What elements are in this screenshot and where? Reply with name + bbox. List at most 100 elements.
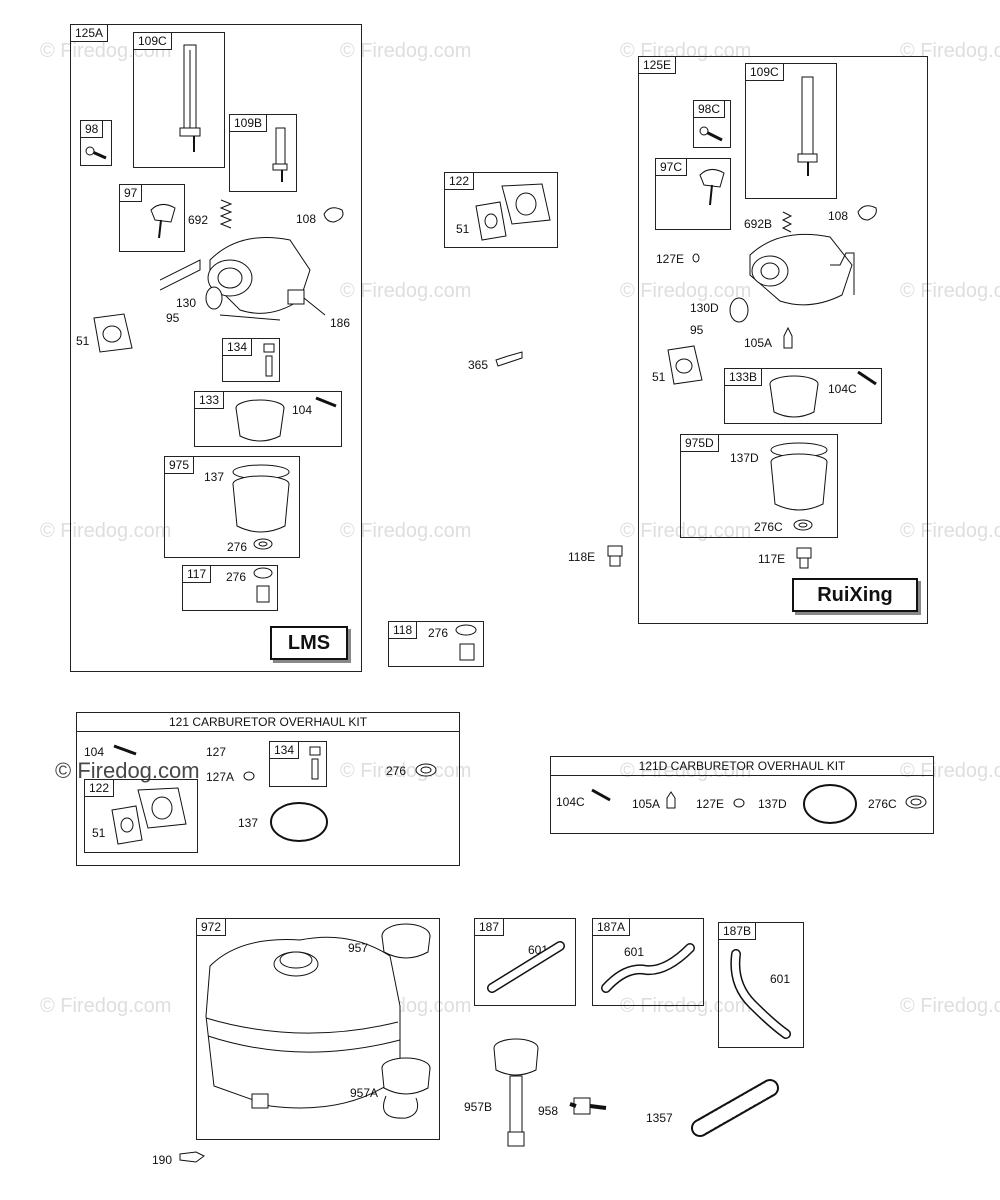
- part-label-276: 276: [226, 570, 247, 584]
- fitting-365-drawing: [495, 351, 523, 367]
- kit-121-group-122-frame: [84, 779, 198, 853]
- part-label-104C: 104C: [556, 795, 585, 809]
- bowl-975D-drawing: [770, 442, 828, 511]
- fuel-line-187A-drawing: [601, 943, 695, 993]
- washer-276C-drawing: [905, 795, 927, 809]
- group-97-frame: [119, 184, 185, 252]
- bowl-975-drawing: [232, 464, 290, 533]
- pilot-jet-105A-drawing: [783, 326, 793, 349]
- choke-plate-130D-drawing: [729, 297, 749, 323]
- fuel-tank-972-drawing: [205, 936, 401, 1109]
- group-187B-frame: [718, 922, 804, 1048]
- part-label-127A: 127A: [206, 770, 235, 784]
- washer-276C-drawing: [793, 519, 813, 531]
- part-label-95: 95: [166, 311, 180, 325]
- watermark: © Firedog.com: [620, 520, 752, 542]
- group-97-tag: 97: [119, 184, 143, 202]
- part-label-957A: 957A: [350, 1086, 379, 1100]
- group-972-frame: [196, 918, 440, 1140]
- bowl-screw-117-drawing: [253, 567, 273, 603]
- inlet-needle-134-drawing: [263, 343, 275, 377]
- screw-98-drawing: [85, 146, 107, 160]
- washer-276-drawing: [253, 538, 273, 550]
- watermark: © Firedog.com: [340, 40, 472, 62]
- screw-98C-drawing: [699, 126, 723, 142]
- group-975-tag: 975: [164, 456, 195, 474]
- group-125A-tag: 125A: [70, 24, 109, 42]
- group-118-frame: [388, 621, 484, 667]
- part-label-108: 108: [828, 209, 849, 223]
- part-label-104C: 104C: [828, 382, 857, 396]
- pilot-jet-105A-drawing: [666, 791, 676, 809]
- watermark: © Firedog.com: [55, 758, 200, 783]
- kit-121D-frame: 121D CARBURETOR OVERHAUL KIT: [550, 756, 934, 834]
- part-label-137: 137: [238, 816, 259, 830]
- part-label-130D: 130D: [690, 301, 719, 315]
- hose-1357-drawing: [691, 1079, 779, 1137]
- pin-104-drawing: [113, 744, 137, 756]
- plug-127A-drawing: [243, 771, 255, 781]
- part-label-692: 692: [188, 213, 209, 227]
- fuel-cap-957A-drawing: [381, 1057, 431, 1119]
- part-label-957B: 957B: [464, 1100, 493, 1114]
- group-187-tag: 187: [474, 918, 505, 936]
- group-109C-tag: 109C: [133, 32, 172, 50]
- drain-190-drawing: [179, 1151, 205, 1163]
- group-133B-frame: [724, 368, 882, 424]
- brand-label-LMS: LMS: [270, 626, 348, 660]
- plug-127E-drawing: [733, 798, 745, 808]
- part-label-957: 957: [348, 941, 369, 955]
- watermark: © Firedog.com: [340, 280, 472, 302]
- part-label-127E: 127E: [656, 252, 685, 266]
- group-122-tag: 122: [444, 172, 475, 190]
- pin-104-drawing: [315, 396, 337, 408]
- part-label-365: 365: [468, 358, 489, 372]
- group-975D-frame: [680, 434, 838, 538]
- watermark: © Firedog.com: [900, 995, 1000, 1017]
- part-label-127: 127: [206, 745, 227, 759]
- group-125E-tag: 125E: [638, 56, 677, 74]
- part-label-51: 51: [456, 222, 470, 236]
- bowl-nut-118-drawing: [455, 624, 477, 661]
- group-98-tag: 98: [80, 120, 104, 138]
- needle-valve-109C-drawing: [179, 44, 201, 152]
- group-117-frame: [182, 565, 278, 611]
- kit-121-title: 121 CARBURETOR OVERHAUL KIT: [77, 713, 459, 732]
- nut-118E-drawing: [607, 545, 623, 567]
- washer-276-drawing: [415, 763, 437, 777]
- part-label-276: 276: [428, 626, 449, 640]
- group-109C-frame: [133, 32, 225, 168]
- part-label-118E: 118E: [568, 550, 596, 564]
- group-133-frame: [194, 391, 342, 447]
- needle-valve-109B-drawing: [272, 127, 288, 182]
- group-125E-frame: [638, 56, 928, 624]
- pin-104C-drawing: [591, 788, 611, 802]
- fuel-cap-957B-drawing: [493, 1038, 539, 1147]
- group-117-tag: 117: [182, 565, 212, 583]
- part-label-958: 958: [538, 1104, 559, 1118]
- watermark: © Firedog.com: [40, 520, 172, 542]
- pin-104C-drawing: [857, 370, 877, 386]
- clip-108-drawing: [857, 205, 877, 221]
- o-ring-137D-drawing: [803, 784, 857, 824]
- carburetor-body-125A-drawing: [160, 237, 326, 321]
- part-label-276: 276: [227, 540, 248, 554]
- part-label-104: 104: [292, 403, 313, 417]
- group-109B-tag: 109B: [229, 114, 268, 132]
- watermark: © Firedog.com: [340, 760, 472, 782]
- fuel-line-187B-drawing: [730, 949, 791, 1039]
- gasket-51-drawing: [667, 345, 703, 385]
- group-125A-frame: [70, 24, 362, 672]
- group-972-tag: 972: [196, 918, 227, 936]
- group-975D-tag: 975D: [680, 434, 719, 452]
- spring-692B-drawing: [781, 211, 793, 233]
- gasket-spacer-122-drawing: [111, 787, 187, 845]
- kit-121D-title: 121D CARBURETOR OVERHAUL KIT: [551, 757, 933, 776]
- part-label-137D: 137D: [730, 451, 759, 465]
- watermark: © Firedog.com: [900, 760, 1000, 782]
- part-label-105A: 105A: [632, 797, 661, 811]
- gasket-spacer-122-drawing: [475, 183, 551, 241]
- group-133B-tag: 133B: [724, 368, 763, 386]
- float-97-drawing: [150, 204, 176, 239]
- needle-valve-109C-drawing: [797, 76, 818, 176]
